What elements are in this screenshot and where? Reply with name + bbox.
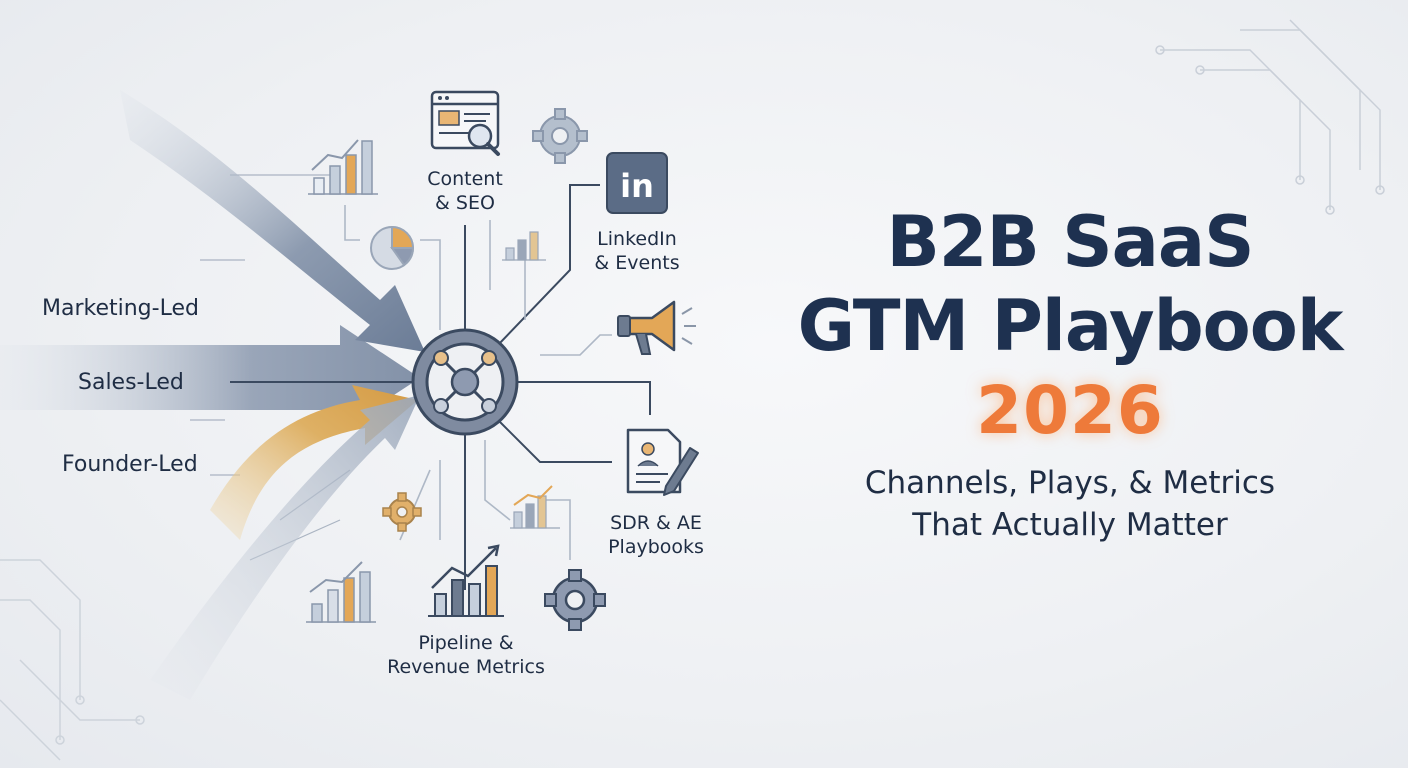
title-line-1: B2B SaaS	[886, 201, 1254, 283]
bar-chart-icon-bottom-left	[306, 561, 376, 623]
strategy-label-marketing-led: Marketing-Led	[42, 296, 199, 321]
strategy-label-founder-led: Founder-Led	[62, 452, 198, 477]
gear-icon-top	[532, 108, 588, 164]
linkedin-icon-text: in	[620, 167, 654, 205]
node-label-sdr-ae-line1: SDR & AE	[610, 512, 702, 534]
bottom-flow-arrow	[150, 395, 420, 700]
title-line-2: GTM Playbook	[797, 285, 1344, 367]
circuit-decoration-bottom-left	[0, 559, 145, 761]
node-label-linkedin: LinkedIn & Events	[582, 228, 692, 276]
gear-icon-bottom	[544, 569, 606, 631]
pie-chart-icon	[370, 225, 415, 270]
megaphone-icon	[617, 300, 696, 355]
node-label-pipeline-line1: Pipeline &	[418, 632, 514, 654]
node-label-linkedin-line1: LinkedIn	[597, 228, 677, 250]
circuit-decoration-top-right	[1155, 19, 1385, 215]
node-label-sdr-ae-line2: Playbooks	[608, 535, 704, 558]
node-label-content-seo-line2: & SEO	[435, 191, 495, 214]
node-label-pipeline: Pipeline & Revenue Metrics	[374, 632, 558, 680]
linkedin-icon: in	[606, 152, 668, 214]
subtitle-line-2: That Actually Matter	[912, 507, 1228, 543]
node-label-linkedin-line2: & Events	[594, 251, 680, 274]
title-block: B2B SaaS GTM Playbook 2026 Channels, Pla…	[730, 200, 1408, 546]
document-pen-icon	[626, 428, 699, 496]
hub-connectors	[230, 184, 651, 590]
secondary-connectors	[344, 205, 612, 560]
bar-chart-icon-mid	[502, 231, 546, 261]
subtitle-line-1: Channels, Plays, & Metrics	[864, 465, 1276, 501]
webpage-magnifier-icon	[430, 90, 500, 156]
title-year: 2026	[976, 372, 1164, 449]
node-label-sdr-ae: SDR & AE Playbooks	[596, 512, 716, 560]
central-hub-icon	[411, 328, 519, 436]
marketing-led-arrow	[120, 90, 425, 352]
bar-chart-icon-top-left	[308, 139, 378, 195]
sales-led-arrow	[0, 325, 420, 430]
bar-chart-icon-right	[510, 485, 560, 529]
strategy-label-sales-led: Sales-Led	[78, 370, 184, 395]
node-label-content-seo-line1: Content	[427, 168, 503, 190]
node-label-pipeline-line2: Revenue Metrics	[387, 655, 545, 678]
bar-chart-trend-icon	[428, 544, 504, 617]
node-label-content-seo: Content & SEO	[410, 168, 520, 216]
gear-icon-small	[382, 492, 422, 532]
